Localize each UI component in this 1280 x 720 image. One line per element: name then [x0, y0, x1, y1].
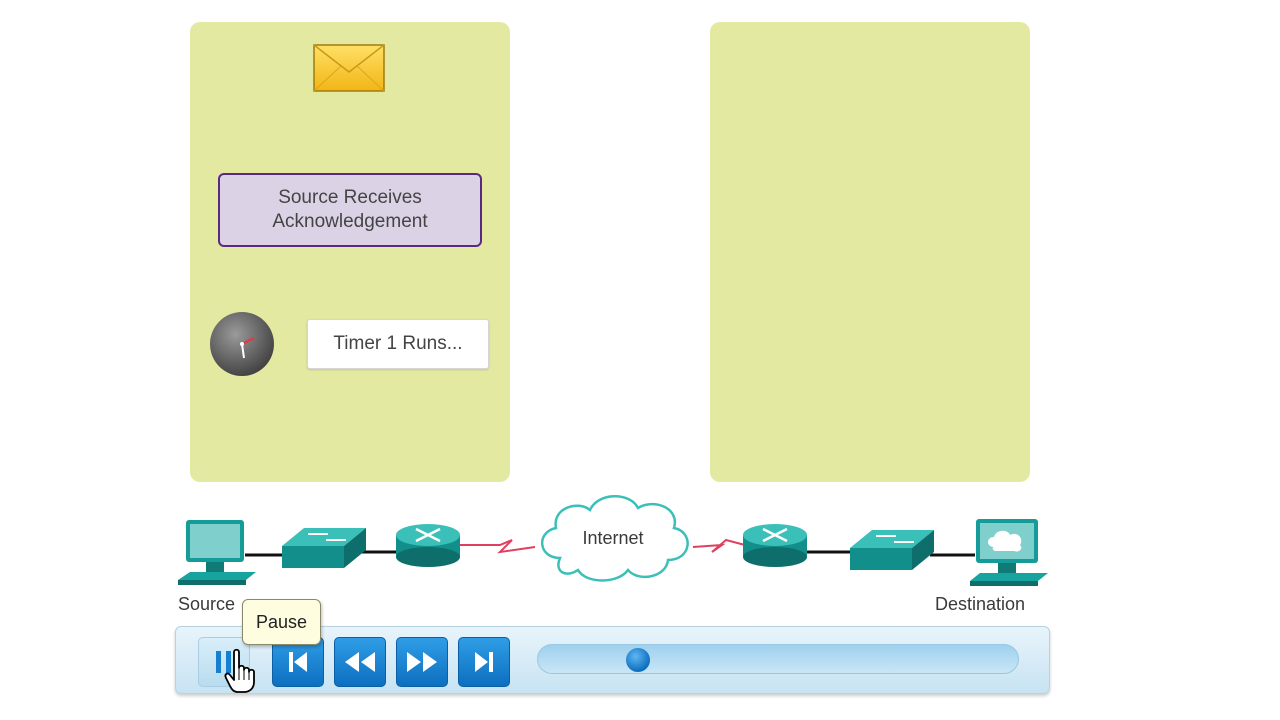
skip-forward-icon [475, 652, 493, 672]
skip-back-icon [289, 652, 307, 672]
cloud-icon [530, 488, 698, 588]
switch-icon [278, 522, 368, 572]
ack-status-text: Source Receives Acknowledgement [272, 187, 428, 232]
fast-forward-button[interactable] [396, 637, 448, 687]
pause-button[interactable] [198, 637, 250, 687]
hand-cursor-icon [224, 648, 258, 699]
fast-forward-icon [407, 652, 437, 672]
left-animation-panel: Source Receives Acknowledgement Timer 1 … [190, 22, 510, 482]
server-pc-icon [966, 517, 1048, 589]
internet-label: Internet [582, 528, 644, 548]
timer-icon [208, 310, 276, 378]
pc-icon [176, 518, 256, 588]
destination-label: Destination [935, 594, 1026, 614]
progress-slider-thumb[interactable] [626, 648, 651, 672]
skip-to-end-button[interactable] [458, 637, 510, 687]
rewind-button[interactable] [334, 637, 386, 687]
router-icon [741, 521, 809, 569]
pause-tooltip-text: Pause [255, 611, 308, 632]
source-label: Source [178, 594, 236, 614]
timer-status-label: Timer 1 Runs... [307, 319, 489, 369]
envelope-icon [313, 44, 385, 92]
playback-control-bar [175, 626, 1050, 694]
rewind-icon [345, 652, 375, 672]
pause-tooltip: Pause [242, 599, 321, 645]
ack-status-box: Source Receives Acknowledgement [218, 173, 482, 247]
progress-slider[interactable] [537, 644, 1019, 674]
switch-icon [846, 524, 936, 574]
pause-icon [216, 651, 231, 673]
router-icon [394, 521, 462, 569]
right-animation-panel [710, 22, 1030, 482]
skip-to-start-button[interactable] [272, 637, 324, 687]
timer-status-text: Timer 1 Runs... [333, 333, 463, 354]
